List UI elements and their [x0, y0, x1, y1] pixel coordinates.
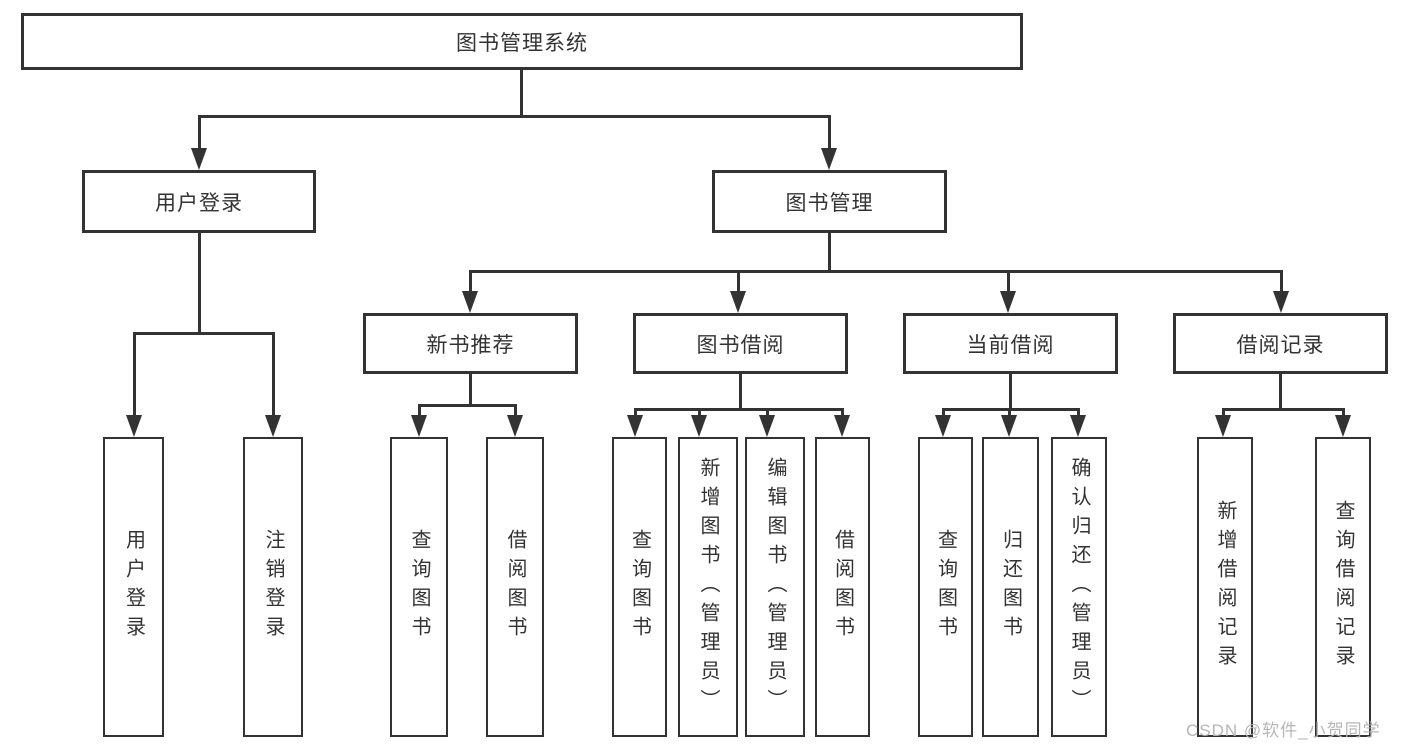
leaf-query-books-recommend: 查询图书 — [390, 437, 448, 737]
arrowhead-down — [691, 415, 707, 437]
arrowhead-down — [1001, 415, 1017, 437]
node-book-borrowing: 图书借阅 — [633, 313, 848, 374]
connector-stem — [739, 374, 742, 410]
leaf-add-books-admin: 新增图书（管理员） — [678, 437, 738, 737]
connector-drop-leaf — [418, 404, 421, 418]
connector-drop-leaf — [766, 408, 769, 418]
leaf-add-borrow-record: 新增借阅记录 — [1197, 437, 1253, 737]
node-label: 当前借阅 — [966, 333, 1055, 357]
node-label: 新书推荐 — [426, 333, 515, 357]
leaf-confirm-return-admin: 确认归还（管理员） — [1051, 437, 1107, 737]
connector-root-stem — [520, 70, 523, 117]
arrowhead-down — [834, 415, 850, 437]
connector-drop-current-borrow — [1007, 270, 1010, 295]
connector-root-rail — [198, 115, 831, 118]
node-new-book-recommendation: 新书推荐 — [363, 313, 578, 374]
arrowhead-down — [411, 415, 427, 437]
arrowhead-down — [935, 415, 951, 437]
leaf-label: 查询图书 — [628, 529, 651, 645]
csdn-watermark: CSDN @软件_小贺同学 — [1186, 721, 1381, 740]
leaf-label: 新增借阅记录 — [1214, 500, 1236, 674]
arrowhead-down — [759, 415, 775, 437]
leaf-query-books-current: 查询图书 — [918, 437, 973, 737]
leaf-logout: 注销登录 — [243, 437, 303, 737]
leaf-borrow-books: 借阅图书 — [815, 437, 870, 737]
leaf-label: 新增图书（管理员） — [697, 456, 719, 718]
connector-rail — [418, 404, 516, 407]
connector-rail — [634, 408, 844, 411]
leaf-label: 确认归还（管理员） — [1068, 456, 1090, 718]
leaf-return-books: 归还图书 — [982, 437, 1039, 737]
node-label: 用户登录 — [155, 191, 243, 215]
arrowhead-down — [265, 415, 281, 437]
connector-drop-borrow-records — [1280, 270, 1283, 295]
leaf-label: 编辑图书（管理员） — [764, 456, 786, 718]
connector-book-management-stem — [828, 233, 831, 272]
arrowhead-down — [730, 291, 746, 313]
arrowhead-down — [462, 291, 478, 313]
connector-book-management-rail — [469, 270, 1282, 273]
connector-user-login-stem — [198, 233, 201, 334]
connector-drop-leaf — [272, 332, 275, 420]
arrowhead-down — [126, 415, 142, 437]
connector-drop-user-login — [198, 115, 201, 153]
arrowhead-down — [1215, 415, 1231, 437]
node-borrowing-records: 借阅记录 — [1173, 313, 1388, 374]
connector-user-login-rail — [133, 332, 274, 335]
connector-drop-new-book — [469, 270, 472, 295]
arrowhead-down — [191, 148, 207, 170]
arrowhead-down — [1335, 415, 1351, 437]
arrowhead-down — [1070, 415, 1086, 437]
leaf-label: 注销登录 — [262, 529, 284, 645]
connector-stem — [1279, 374, 1282, 410]
connector-stem — [469, 374, 472, 406]
leaf-label: 用户登录 — [122, 529, 145, 645]
node-label: 图书管理 — [785, 191, 874, 215]
connector-drop-leaf — [514, 404, 517, 418]
leaf-user-login: 用户登录 — [103, 437, 164, 737]
connector-drop-leaf — [1077, 408, 1080, 418]
connector-rail — [942, 408, 1079, 411]
leaf-borrow-books-recommend: 借阅图书 — [486, 437, 544, 737]
connector-drop-leaf — [1222, 408, 1225, 418]
leaf-query-borrow-record: 查询借阅记录 — [1315, 437, 1371, 737]
leaf-label: 查询图书 — [934, 529, 957, 645]
leaf-label: 借阅图书 — [504, 529, 526, 645]
connector-drop-leaf — [698, 408, 701, 418]
node-label: 图书管理系统 — [456, 31, 588, 55]
arrowhead-down — [821, 148, 837, 170]
arrowhead-down — [627, 415, 643, 437]
leaf-label: 查询图书 — [408, 529, 430, 645]
connector-drop-leaf — [942, 408, 945, 418]
arrowhead-down — [507, 415, 523, 437]
leaf-label: 查询借阅记录 — [1332, 500, 1354, 674]
connector-rail — [1222, 408, 1344, 411]
leaf-label: 归还图书 — [999, 529, 1022, 645]
node-current-borrowing: 当前借阅 — [903, 313, 1118, 374]
connector-drop-book-management — [828, 115, 831, 153]
connector-drop-leaf — [634, 408, 637, 418]
arrowhead-down — [1000, 291, 1016, 313]
node-label: 图书借阅 — [696, 333, 785, 357]
node-label: 借阅记录 — [1236, 333, 1325, 357]
leaf-label: 借阅图书 — [831, 529, 854, 645]
leaf-edit-books-admin: 编辑图书（管理员） — [745, 437, 805, 737]
arrowhead-down — [1273, 291, 1289, 313]
connector-drop-book-borrow — [737, 270, 740, 295]
node-library-management-system: 图书管理系统 — [21, 13, 1023, 70]
connector-drop-leaf — [133, 332, 136, 420]
node-book-management-module: 图书管理 — [712, 170, 947, 233]
node-user-login-module: 用户登录 — [82, 170, 316, 233]
connector-drop-leaf — [1008, 408, 1011, 418]
connector-drop-leaf — [1342, 408, 1345, 418]
connector-drop-leaf — [841, 408, 844, 418]
leaf-query-books-borrowing: 查询图书 — [612, 437, 667, 737]
connector-stem — [1009, 374, 1012, 410]
